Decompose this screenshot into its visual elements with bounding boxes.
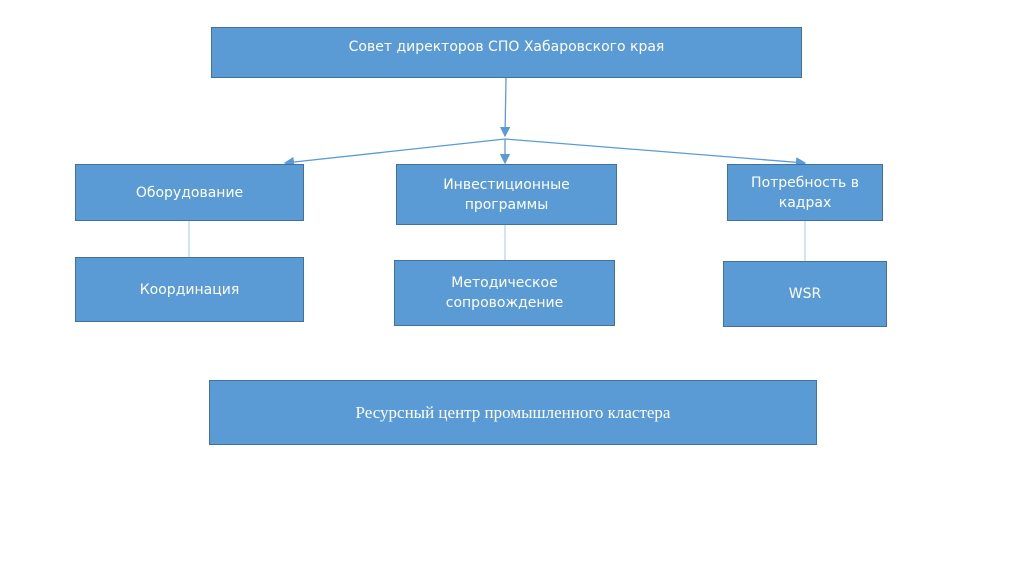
resource-center-box: Ресурсный центр промышленного кластера [209,380,817,445]
staff-label: Потребность в кадрах [751,174,859,211]
methodical-label: Методическое сопровождение [445,275,564,311]
arrow-to-staff [504,138,807,168]
methodical-box: Методическое сопровождение [394,260,615,326]
investment-box: Инвестиционные программы [396,164,617,225]
wsr-label: WSR [788,286,822,302]
resource-center-label: Ресурсный центр промышленного кластера [355,402,671,422]
investment-label: Инвестиционные программы [443,176,570,213]
wsr-box: WSR [723,261,887,327]
staff-box: Потребность в кадрах [727,164,883,221]
root-label: Совет директоров СПО Хабаровского края [348,39,665,55]
equipment-label: Оборудование [135,184,244,201]
root-arrow [499,77,511,138]
coordination-box: Координация [75,257,304,322]
arrow-to-equipment [283,138,506,168]
coordination-label: Координация [139,281,240,298]
equipment-box: Оборудование [75,164,304,221]
root-box: Совет директоров СПО Хабаровского края [211,27,802,78]
